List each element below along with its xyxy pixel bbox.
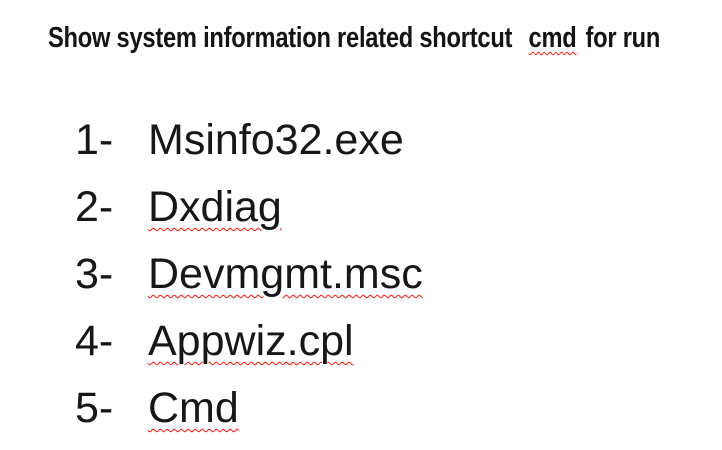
list-item: 1- Msinfo32.exe	[75, 107, 423, 174]
item-label: Appwiz.cpl	[148, 317, 354, 365]
page-title: Show system information related shortcut…	[48, 24, 660, 53]
title-suffix: for run	[585, 22, 661, 54]
title-misspelled-word: cmd	[528, 22, 577, 54]
item-label: Msinfo32.exe	[148, 116, 404, 164]
shortcut-list: 1- Msinfo32.exe 2- Dxdiag 3- Devmgmt.msc 4-…	[75, 107, 423, 442]
item-label: Devmgmt.msc	[148, 250, 423, 298]
list-item: 5- Cmd	[75, 375, 423, 442]
item-number: 5-	[75, 384, 114, 432]
title-prefix: Show system information related shortcut	[48, 22, 513, 54]
list-item: 2- Dxdiag	[75, 174, 423, 241]
item-number: 2-	[75, 183, 114, 231]
item-label: Cmd	[148, 384, 239, 432]
item-number: 1-	[75, 116, 114, 164]
list-item: 4- Appwiz.cpl	[75, 308, 423, 375]
item-number: 3-	[75, 250, 114, 298]
item-label: Dxdiag	[148, 183, 282, 231]
item-number: 4-	[75, 317, 114, 365]
list-item: 3- Devmgmt.msc	[75, 241, 423, 308]
